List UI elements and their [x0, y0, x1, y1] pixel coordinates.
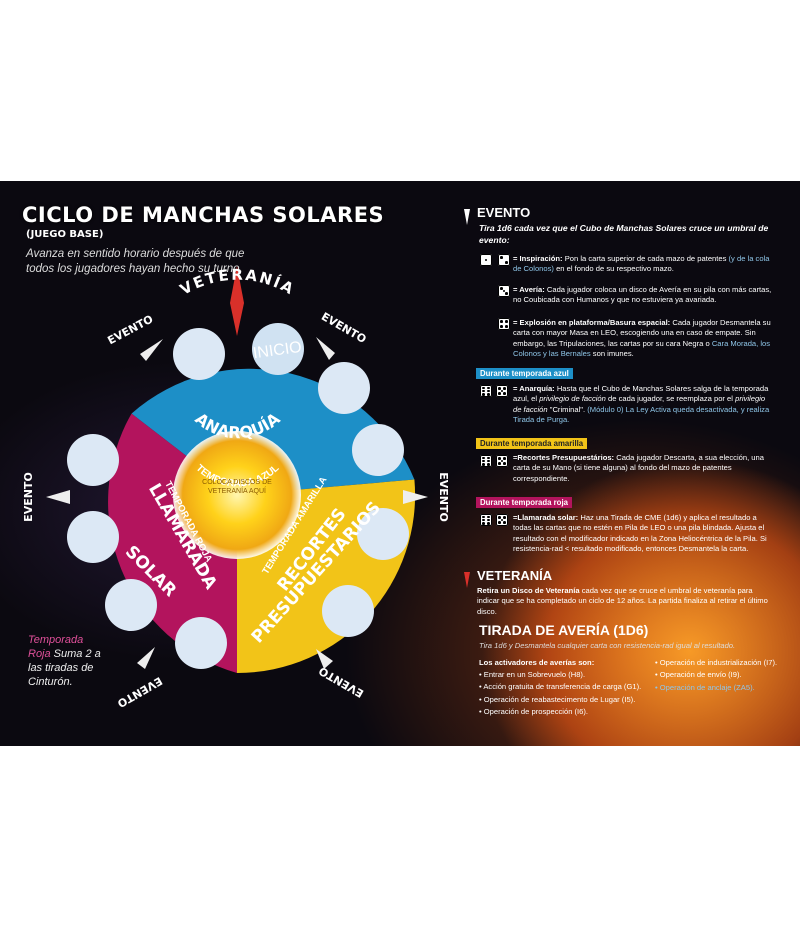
evento-label: EVENTO — [22, 472, 35, 522]
explosion-body: Cada jugador Desmantela su carta con may… — [513, 318, 771, 348]
inspiracion-label: = Inspiración: — [513, 254, 563, 263]
red-season-tag: Durante temporada roja — [476, 497, 572, 508]
slot-circle — [67, 511, 119, 563]
sun-center — [173, 431, 301, 559]
list-item: • Operación de envío (I9). — [655, 670, 742, 680]
veterania-body: cada vez que se cruce el umbral de veter… — [477, 586, 768, 616]
averia-text: = Avería: Cada jugador coloca un disco d… — [513, 285, 773, 306]
list-item: • Operación de anclaje (ZA5). — [655, 682, 755, 692]
averia-roll-list-left: • Entrar en un Sobrevuelo (H8). • Acción… — [479, 670, 654, 718]
averia-label: = Avería: — [513, 285, 545, 294]
anarquia-italic-1: privilegio de facción — [539, 394, 606, 404]
anarquia-blue: (Módulo 0) La Ley Activa queda desactiva… — [513, 404, 770, 425]
slot-circle — [318, 362, 370, 414]
evento-marker-icon — [464, 209, 470, 225]
list-item: • Acción gratuita de transferencia de ca… — [479, 682, 642, 692]
die-5-icon — [496, 385, 508, 397]
evento-label: EVENTO — [317, 664, 366, 700]
blue-season-tag: Durante temporada azul — [476, 368, 573, 379]
anarquia-rule-label: = Anarquía: — [513, 384, 555, 393]
sun-text-2: VETERANÍA AQUÍ — [208, 486, 266, 495]
slot-circle — [352, 424, 404, 476]
anarquia-body-3: "Criminal". — [549, 404, 586, 414]
sunspot-cycle-wheel: VETERANÍA ANARQUÍA TEMPORADA AZUL INICIO… — [22, 266, 450, 710]
veterania-heading-marker-icon — [464, 572, 470, 588]
evento-label: EVENTO — [437, 472, 450, 522]
die-1-icon — [480, 254, 492, 266]
explosion-body-2: son imunes. — [592, 349, 634, 359]
explosion-blue: Cara Morada, los Colonos y las Bernales — [513, 338, 771, 359]
intro-text: Avanza en sentido horario después de que… — [26, 248, 245, 275]
die-6-icon — [480, 514, 492, 526]
list-item: • Entrar en un Sobrevuelo (H8). — [479, 670, 586, 679]
slot-circle — [105, 579, 157, 631]
recortes-text: =Recortes Presupuestários: Cada jugador … — [513, 453, 775, 484]
slot-circle — [322, 585, 374, 637]
inspiracion-body: Pon la carta superior de cada mazo de pa… — [564, 254, 727, 263]
llamarada-text: =Llamarada solar: Haz una Tirada de CME … — [513, 513, 777, 555]
explosion-text: = Explosión en plataforma/Basura espacia… — [513, 318, 773, 360]
evento-intro: Tira 1d6 cada vez que el Cubo de Manchas… — [479, 223, 769, 245]
veterania-text: Retira un Disco de Veteranía cada vez qu… — [477, 586, 777, 617]
yellow-season-tag: Durante temporada amarilla — [476, 438, 588, 449]
slot-circle — [175, 617, 227, 669]
evento-label: EVENTO — [105, 313, 155, 348]
veterania-heading: VETERANÍA — [477, 568, 553, 583]
averia-body: Cada jugador coloca un disco de Avería e… — [513, 285, 772, 305]
event-marker-icon — [137, 647, 155, 669]
evento-label: EVENTO — [115, 674, 164, 710]
die-2-icon — [498, 254, 510, 266]
inicio-label: INICIO — [252, 339, 303, 363]
inspiracion-body-2: en el fondo de su respectivo mazo. — [556, 264, 674, 274]
list-item: • Operación de reabastecimento de Lugar … — [479, 694, 636, 704]
event-marker-icon — [46, 490, 70, 504]
anarquia-body-2: de cada jugador, se reemplaza por el — [608, 394, 733, 404]
evento-label: EVENTO — [319, 310, 368, 346]
die-4-icon — [498, 318, 510, 330]
game-board-card: CICLO DE MANCHAS SOLARES (JUEGO BASE) Av… — [0, 181, 800, 746]
anarquia-italic-2: privilegio de facción — [513, 394, 766, 414]
inspiracion-text: = Inspiración: Pon la carta superior de … — [513, 254, 773, 275]
event-marker-icon — [140, 339, 163, 361]
event-marker-icon — [316, 337, 335, 360]
slot-circle-inicio — [252, 323, 304, 375]
slot-circle — [173, 328, 225, 380]
die-6-icon — [480, 455, 492, 467]
page-title: CICLO DE MANCHAS SOLARES — [22, 203, 385, 227]
red-season-note: Temporada Roja Suma 2 a las tiradas de C… — [28, 633, 108, 689]
sun-text-1: COLOCA DISCOS DE — [202, 479, 272, 486]
recortes-body: Cada jugador Descarta, a sua elección, u… — [513, 453, 764, 483]
page-subtitle: (JUEGO BASE) — [26, 229, 104, 240]
veterania-bold: Retira un Disco de Veteranía — [477, 586, 580, 595]
explosion-label: = Explosión en plataforma/Basura espacia… — [513, 318, 671, 327]
list-item: • Operación de industrialización (I7). — [655, 658, 778, 667]
red-season-note-highlight: Temporada Roja — [28, 634, 84, 660]
event-marker-icon — [403, 490, 428, 504]
veterania-marker-icon — [230, 266, 244, 336]
anarquia-text: = Anarquía: Hasta que el Cubo de Manchas… — [513, 384, 775, 426]
die-3-icon — [498, 285, 510, 297]
die-5-icon — [496, 514, 508, 526]
die-6-icon — [480, 385, 492, 397]
recortes-rule-label: =Recortes Presupuestários: — [513, 453, 615, 462]
evento-heading: EVENTO — [477, 205, 531, 220]
averia-roll-intro: Tira 1d6 y Desmantela cualquier carta co… — [479, 641, 736, 650]
list-item: • Operación de prospección (I6). — [479, 707, 589, 717]
event-marker-icon — [316, 649, 333, 669]
averia-roll-list-title: Los activadores de averías son: — [479, 658, 595, 667]
die-5-icon — [496, 455, 508, 467]
inspiracion-blue: (y de la cola de Colonos) — [513, 254, 770, 274]
averia-roll-list-right: • Operación de industrialización (I7). •… — [655, 658, 795, 693]
llamarada-rule-label: =Llamarada solar: — [513, 513, 579, 522]
slot-circle — [67, 434, 119, 486]
llamarada-body: Haz una Tirada de CME (1d6) y aplica el … — [513, 513, 767, 554]
red-season-note-text: Suma 2 a las tiradas de Cinturón. — [28, 648, 101, 688]
anarquia-body-1: Hasta que el Cubo de Manchas Solares sal… — [513, 384, 769, 404]
averia-roll-heading: TIRADA DE AVERÍA (1D6) — [479, 622, 649, 638]
slot-circle — [357, 508, 409, 560]
